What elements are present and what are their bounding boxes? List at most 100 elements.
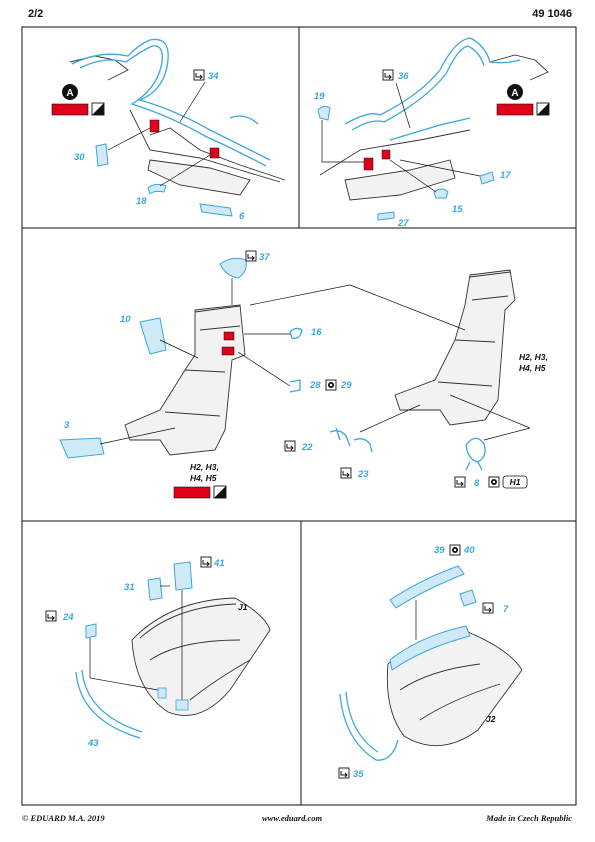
part-number-17: 17 xyxy=(500,170,511,181)
frame-bottom-right xyxy=(300,520,577,806)
red-paint-area-3 xyxy=(363,157,374,171)
bend-icon-37 xyxy=(245,250,257,262)
part-number-6: 6 xyxy=(239,211,245,222)
part-34-strap-inner xyxy=(79,45,267,167)
document-code: 49 1046 xyxy=(532,8,572,20)
panel-bottom-right: J2 39 40 7 35 xyxy=(338,544,523,780)
label-j1: J1 xyxy=(238,602,248,612)
leader-3 xyxy=(99,427,176,445)
leader-10 xyxy=(159,339,199,359)
seat-rail-outline xyxy=(129,109,281,183)
bucket-detail-2 xyxy=(175,699,189,711)
seat-top-outline xyxy=(69,55,129,81)
part-10-shape xyxy=(139,317,167,355)
part-18-shape xyxy=(147,183,167,195)
part-35-strap-inner xyxy=(345,691,379,753)
part-number-41: 41 xyxy=(213,558,225,569)
paint-swatch-red-2 xyxy=(496,103,534,116)
part-number-35: 35 xyxy=(353,769,364,780)
marker-a-text: A xyxy=(66,88,73,99)
part-19-shape xyxy=(317,105,331,121)
half-paint-icon-2 xyxy=(536,102,550,116)
part-16-shape xyxy=(289,327,303,339)
seat-right-details xyxy=(437,271,511,387)
seat2-pan-shape xyxy=(344,159,456,201)
seat2-top-outline xyxy=(489,54,549,81)
seat-bucket-j2-lines xyxy=(399,663,501,721)
glue-icon-29 xyxy=(325,379,337,391)
part-3-shape xyxy=(59,437,105,459)
leader-18 xyxy=(159,154,211,187)
leader-8b xyxy=(449,394,531,429)
half-paint-icon-3 xyxy=(213,485,227,499)
page-number: 2/2 xyxy=(28,8,44,20)
part-8-shape xyxy=(465,437,486,463)
leader-8 xyxy=(483,427,531,441)
part-34-strap xyxy=(71,38,271,161)
seat-left-body xyxy=(124,304,246,456)
part-41-shape xyxy=(173,561,193,591)
leader-22-23 xyxy=(359,404,421,433)
part-number-24: 24 xyxy=(62,612,74,623)
marker-a-text-2: A xyxy=(511,88,518,99)
part-15-shape xyxy=(433,188,449,199)
connector-right xyxy=(349,284,466,331)
part-8-legs xyxy=(465,461,483,471)
part-number-7: 7 xyxy=(503,604,509,615)
part-28-shape xyxy=(289,379,301,393)
leader-17 xyxy=(399,159,481,177)
part-39-shape xyxy=(389,565,465,609)
part-number-10: 10 xyxy=(120,314,131,325)
marker-a-circle-2 xyxy=(507,84,523,100)
part-30-shape xyxy=(95,143,109,167)
red-paint-area-1 xyxy=(149,119,160,133)
part-23-shape xyxy=(353,438,373,453)
part-number-8: 8 xyxy=(474,478,480,489)
glue-icon-40 xyxy=(449,544,461,556)
label-j2: J2 xyxy=(486,714,496,724)
bend-icon-22 xyxy=(284,440,296,452)
part-number-34: 34 xyxy=(208,71,219,82)
part-35-strap xyxy=(339,693,399,761)
part-number-29: 29 xyxy=(340,380,352,391)
part-43-strap-inner xyxy=(81,669,143,733)
bend-icon-41 xyxy=(200,556,212,568)
seat-right-body xyxy=(394,269,516,426)
part-22-shape xyxy=(329,427,351,447)
part-number-15: 15 xyxy=(452,204,463,215)
connector-left xyxy=(249,284,351,306)
part-number-19: 19 xyxy=(314,91,325,102)
marker-a-circle xyxy=(62,84,78,100)
part-number-43: 43 xyxy=(87,738,99,749)
paint-swatch-red xyxy=(51,103,89,116)
part-number-23: 23 xyxy=(357,469,369,480)
part-39-40-seat-strip xyxy=(389,625,471,671)
panel-middle: 37 10 16 28 29 3 H2, H3, H4, H5 H2, H3, … xyxy=(59,250,548,499)
red-paint-area-4 xyxy=(381,149,391,160)
h1-label: H1 xyxy=(510,477,521,487)
part-number-40: 40 xyxy=(463,545,475,556)
footer-website: www.eduard.com xyxy=(262,813,323,823)
h1-box xyxy=(502,475,528,489)
leader-19 xyxy=(321,120,370,163)
part-24-shape xyxy=(85,623,97,639)
panel-top-right: 36 A 19 17 15 27 xyxy=(314,37,550,229)
bucket-detail-1 xyxy=(157,687,167,699)
seat-left-details xyxy=(164,305,241,417)
part-number-22: 22 xyxy=(301,442,313,453)
leader-34 xyxy=(179,81,206,123)
seat-rail-outline-2 xyxy=(149,127,286,181)
leader-36 xyxy=(395,82,411,129)
part-6-shape xyxy=(199,203,233,217)
bend-icon-24 xyxy=(45,610,57,622)
part-number-28: 28 xyxy=(309,380,321,391)
glue-icon-h1 xyxy=(488,476,500,488)
footer-copyright: © EDUARD M.A. 2019 xyxy=(22,813,105,823)
part-34-clip xyxy=(229,115,259,125)
footer-made-in: Made in Czech Republic xyxy=(486,813,572,823)
panel-bottom-left: J1 41 31 24 43 xyxy=(45,556,271,749)
leader-24 xyxy=(89,638,159,691)
part-37-shape xyxy=(219,257,247,279)
part-number-31: 31 xyxy=(124,582,135,593)
red-paint-area-2 xyxy=(209,147,220,159)
